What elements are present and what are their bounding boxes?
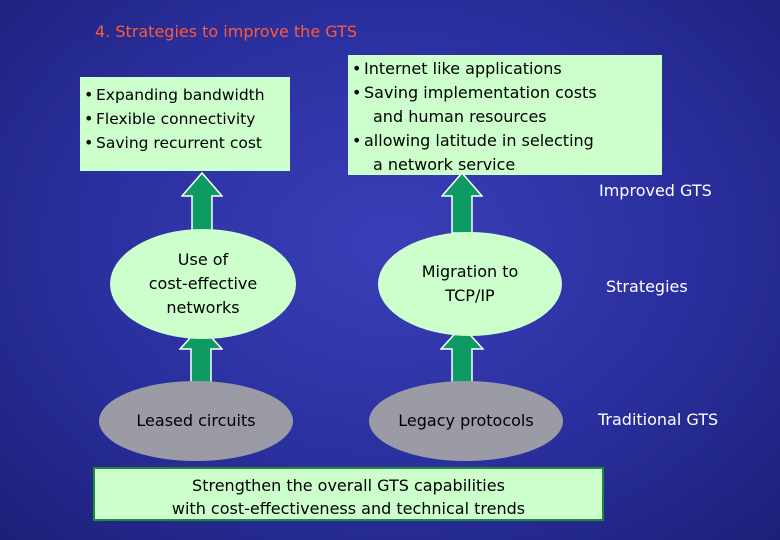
left-benefit-item: •Flexible connectivity [84, 107, 290, 131]
cost-effective-networks-node: Use of cost-effective networks [110, 229, 296, 339]
right-benefit-item: •Internet like applications [352, 57, 662, 81]
up-arrow-icon [441, 172, 483, 234]
right-benefits-box: •Internet like applications •Saving impl… [348, 55, 662, 175]
improved-gts-label: Improved GTS [599, 181, 712, 200]
legacy-protocols-node: Legacy protocols [369, 381, 563, 461]
bullet-icon: • [352, 131, 362, 150]
goal-box: Strengthen the overall GTS capabilities … [93, 467, 604, 521]
bullet-icon: • [84, 109, 94, 128]
strategies-label: Strategies [606, 277, 688, 296]
goal-line-1: Strengthen the overall GTS capabilities [192, 476, 505, 495]
bullet-icon: • [352, 59, 362, 78]
bullet-icon: • [84, 133, 94, 152]
left-benefits-box: •Expanding bandwidth •Flexible connectiv… [80, 77, 290, 171]
migration-tcpip-node: Migration to TCP/IP [378, 232, 562, 336]
bullet-icon: • [352, 83, 362, 102]
slide-title: 4. Strategies to improve the GTS [95, 22, 357, 41]
left-benefit-item: •Saving recurrent cost [84, 131, 290, 155]
up-arrow-icon [181, 172, 223, 234]
left-benefit-item: •Expanding bandwidth [84, 83, 290, 107]
leased-circuits-node: Leased circuits [99, 381, 293, 461]
bullet-icon: • [84, 85, 94, 104]
goal-line-2: with cost-effectiveness and technical tr… [171, 499, 526, 518]
traditional-gts-label: Traditional GTS [598, 410, 719, 429]
